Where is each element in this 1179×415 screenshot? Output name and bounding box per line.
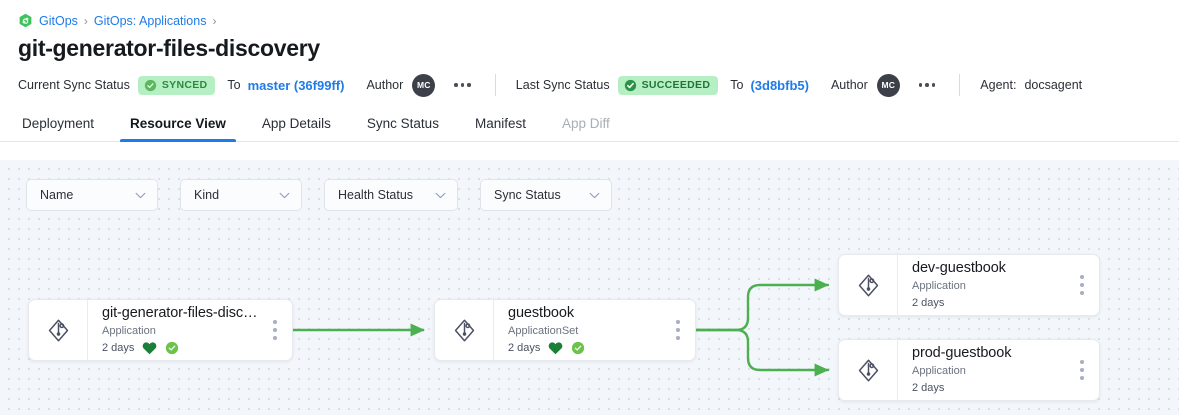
last-to-label: To	[730, 78, 744, 92]
last-author-avatar[interactable]: MC	[876, 73, 900, 97]
status-divider-1	[494, 74, 496, 96]
breadcrumb-separator: ›	[83, 13, 88, 28]
node-kind: Application	[912, 364, 966, 377]
health-heart-icon	[142, 341, 157, 355]
node-content: dev-guestbook Application 2 days	[897, 251, 1069, 319]
filter-name-label: Name	[40, 188, 74, 202]
node-menu-button[interactable]	[1069, 275, 1095, 295]
last-sync-status-badge-label: SUCCEEDED	[641, 79, 711, 91]
filter-bar: Name Kind Health Status Sync Status	[26, 179, 612, 211]
node-title: guestbook	[508, 304, 575, 321]
graph-node-guestbook[interactable]: guestbook ApplicationSet 2 days	[434, 296, 696, 364]
last-sync-overflow-menu[interactable]	[915, 79, 940, 91]
filter-kind[interactable]: Kind	[180, 179, 302, 211]
last-revision-link[interactable]: (3d8bfb5)	[750, 77, 809, 93]
current-sync-overflow-menu[interactable]	[450, 79, 475, 91]
argo-application-icon	[839, 255, 897, 315]
node-title: prod-guestbook	[912, 344, 1012, 361]
argo-application-icon	[435, 300, 493, 360]
node-menu-button[interactable]	[1069, 360, 1095, 380]
argo-application-icon	[29, 300, 87, 360]
current-author-label: Author	[366, 78, 404, 92]
breadcrumb-item-applications[interactable]: GitOps: Applications	[93, 13, 207, 28]
current-sync-status-badge[interactable]: SYNCED	[137, 75, 216, 95]
node-meta: 2 days	[508, 340, 665, 357]
node-title: git-generator-files-disco…	[102, 304, 262, 321]
breadcrumb: GitOps › GitOps: Applications ›	[0, 0, 1179, 30]
graph-node-git-generator-files-discovery[interactable]: git-generator-files-disco… Application 2…	[28, 296, 293, 364]
filter-health-status-label: Health Status	[338, 188, 414, 202]
last-sync-status-label: Last Sync Status	[515, 78, 610, 92]
node-meta: 2 days	[102, 340, 262, 357]
current-to-label: To	[227, 78, 241, 92]
node-title: dev-guestbook	[912, 259, 1006, 276]
node-kind: Application	[102, 324, 156, 337]
filter-name[interactable]: Name	[26, 179, 158, 211]
node-kind: ApplicationSet	[508, 324, 579, 337]
gitops-logo-icon	[18, 13, 33, 28]
tab-app-details[interactable]: App Details	[261, 116, 331, 131]
tab-resource-view[interactable]: Resource View	[112, 116, 244, 142]
agent-info: Agent: docsagent	[980, 78, 1082, 92]
node-menu-button[interactable]	[665, 320, 691, 340]
chevron-down-icon	[135, 188, 146, 202]
status-bar: Current Sync Status SYNCED To master (36…	[0, 66, 1179, 104]
tab-bar: Deployment Resource View App Details Syn…	[0, 104, 1179, 142]
sync-status-icon	[571, 341, 585, 355]
status-divider-2	[959, 74, 961, 96]
node-age: 2 days	[102, 341, 135, 354]
filter-health-status[interactable]: Health Status	[324, 179, 458, 211]
node-age: 2 days	[912, 296, 945, 309]
current-author-avatar[interactable]: MC	[412, 73, 436, 97]
breadcrumb-item-gitops[interactable]: GitOps	[39, 13, 78, 28]
health-heart-icon	[548, 341, 563, 355]
graph-layer: git-generator-files-disco… Application 2…	[0, 160, 1179, 415]
last-sync-status-badge[interactable]: SUCCEEDED	[617, 75, 719, 95]
sync-status-icon	[165, 341, 179, 355]
node-meta: 2 days	[912, 380, 1069, 397]
chevron-down-icon	[279, 188, 290, 202]
filter-sync-status[interactable]: Sync Status	[480, 179, 612, 211]
tab-deployment[interactable]: Deployment	[22, 116, 95, 131]
graph-node-dev-guestbook[interactable]: dev-guestbook Application 2 days	[838, 251, 1100, 319]
tab-app-diff: App Diff	[561, 116, 610, 131]
node-age: 2 days	[912, 381, 945, 394]
last-author-label: Author	[830, 78, 868, 92]
argo-application-icon	[839, 340, 897, 400]
tab-sync-status[interactable]: Sync Status	[366, 116, 439, 131]
check-circle-icon	[144, 79, 157, 92]
node-menu-button[interactable]	[262, 320, 288, 340]
tab-manifest[interactable]: Manifest	[474, 116, 526, 131]
node-kind: Application	[912, 279, 966, 292]
chevron-down-icon	[589, 188, 600, 202]
node-content: guestbook ApplicationSet 2 days	[493, 296, 665, 364]
breadcrumb-separator-2: ›	[212, 13, 217, 28]
filter-kind-label: Kind	[194, 188, 220, 202]
node-age: 2 days	[508, 341, 541, 354]
check-circle-filled-icon	[624, 79, 637, 92]
agent-value: docsagent	[1024, 78, 1083, 92]
node-meta: 2 days	[912, 295, 1069, 312]
current-sync-status-badge-label: SYNCED	[161, 79, 208, 91]
agent-label: Agent:	[980, 78, 1017, 92]
graph-edges	[293, 278, 830, 377]
node-content: prod-guestbook Application 2 days	[897, 336, 1069, 404]
graph-node-prod-guestbook[interactable]: prod-guestbook Application 2 days	[838, 336, 1100, 404]
chevron-down-icon	[435, 188, 446, 202]
current-sync-status-label: Current Sync Status	[18, 78, 130, 92]
current-revision-link[interactable]: master (36f99ff)	[247, 77, 345, 93]
filter-sync-status-label: Sync Status	[494, 188, 561, 202]
resource-graph-canvas[interactable]: Name Kind Health Status Sync Status	[0, 160, 1179, 415]
page-title: git-generator-files-discovery	[18, 35, 320, 61]
node-content: git-generator-files-disco… Application 2…	[87, 296, 262, 364]
